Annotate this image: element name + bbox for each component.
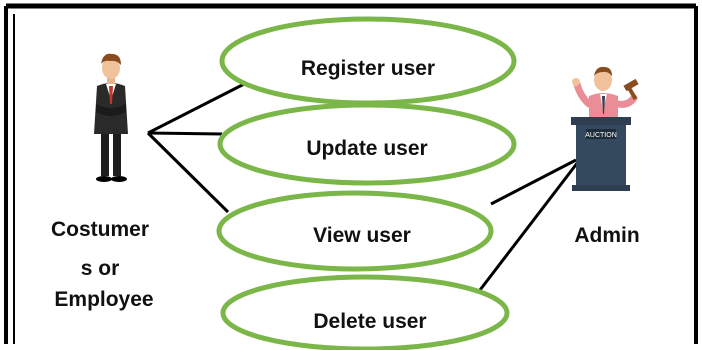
customer-actor-icon xyxy=(94,53,128,182)
use-case-view[interactable]: View user xyxy=(216,190,494,272)
customer-label-line-1: Costumer xyxy=(51,218,149,241)
admin-view-line xyxy=(490,158,577,206)
use-case-update[interactable]: Update user xyxy=(217,102,517,186)
customer-register-line xyxy=(147,78,253,135)
admin-label: Admin xyxy=(574,224,639,247)
use-case-register[interactable]: Register user xyxy=(219,16,517,106)
admin-actor-icon: AUCTION xyxy=(571,66,639,191)
use-case-delete[interactable]: Delete user xyxy=(220,274,510,350)
diagram-frame xyxy=(4,3,698,344)
use-case-view-label: View user xyxy=(313,224,411,247)
customer-label-line-2: s or xyxy=(81,257,120,280)
customer-label-line-3: Employee xyxy=(54,288,153,311)
customer-update-line xyxy=(147,131,223,136)
customer-view-line xyxy=(146,131,230,214)
use-case-register-label: Register user xyxy=(301,57,435,80)
association-lines xyxy=(146,78,580,291)
admin-delete-line xyxy=(478,161,580,291)
podium-sign: AUCTION xyxy=(585,132,617,139)
use-case-update-label: Update user xyxy=(306,137,427,160)
use-case-delete-label: Delete user xyxy=(313,310,426,333)
